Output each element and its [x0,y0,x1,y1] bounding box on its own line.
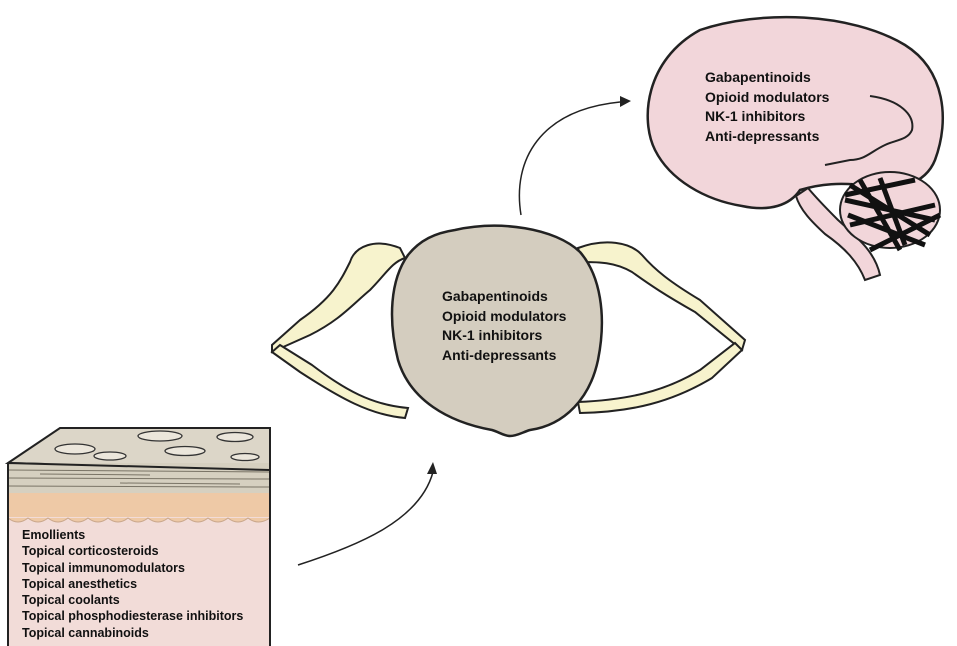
arrow-skin-to-cord [297,462,437,566]
skin-cell [54,443,96,455]
brainstem [794,186,882,282]
cord-treatment-item: NK-1 inhibitors [442,327,543,343]
skin-cell [216,431,254,443]
skin-treatment-item: Topical phosphodiesterase inhibitors [22,609,244,624]
brain-treatment-item: NK-1 inhibitors [705,108,806,124]
skin-treatment-item: Topical coolants [22,593,120,608]
nerve-root-left-upper [271,242,407,354]
skin-cross-section [4,427,271,646]
skin-cell [230,452,260,462]
nerve-root-right-upper [576,241,747,352]
skin-treatment-list: Emollients Topical corticosteroids Topic… [22,527,243,641]
skin-epidermis [8,493,270,521]
cord-treatment-item: Gabapentinoids [442,288,548,304]
nerve-root-right-lower [576,341,744,415]
cerebellum [839,171,942,253]
brain-cerebrum [646,15,945,210]
skin-dermal-papillae [7,517,271,523]
nerve-root-left-lower [270,343,410,420]
brain-treatment-item: Anti-depressants [705,127,820,144]
cord-treatment-item: Opioid modulators [442,307,567,324]
cord-treatment-item: Anti-depressants [442,346,557,363]
brain-treatment-list: Gabapentinoids Opioid modulators NK-1 in… [705,68,829,146]
brain [646,15,945,282]
brain-treatment-item: Gabapentinoids [705,69,811,85]
skin-treatment-item: Topical cannabinoids [22,625,149,640]
skin-treatment-item: Topical corticosteroids [22,544,159,559]
brain-sulcus [824,95,914,166]
skin-layer-lines [7,469,271,488]
skin-treatment-item: Emollients [22,528,86,542]
arrow-cord-to-brain [518,96,631,216]
skin-cell [137,430,183,442]
skin-cell [93,451,127,461]
spinal-cord-treatment-list: Gabapentinoids Opioid modulators NK-1 in… [442,287,566,365]
skin-treatment-item: Topical anesthetics [22,576,138,591]
skin-cell [164,445,206,457]
spinal-cord [270,224,747,438]
spinal-cord-body [390,224,604,438]
skin-dermis [8,517,270,646]
brain-treatment-item: Opioid modulators [705,88,830,105]
skin-treatment-item: Topical immunomodulators [22,560,185,575]
skin-outline [7,428,271,646]
